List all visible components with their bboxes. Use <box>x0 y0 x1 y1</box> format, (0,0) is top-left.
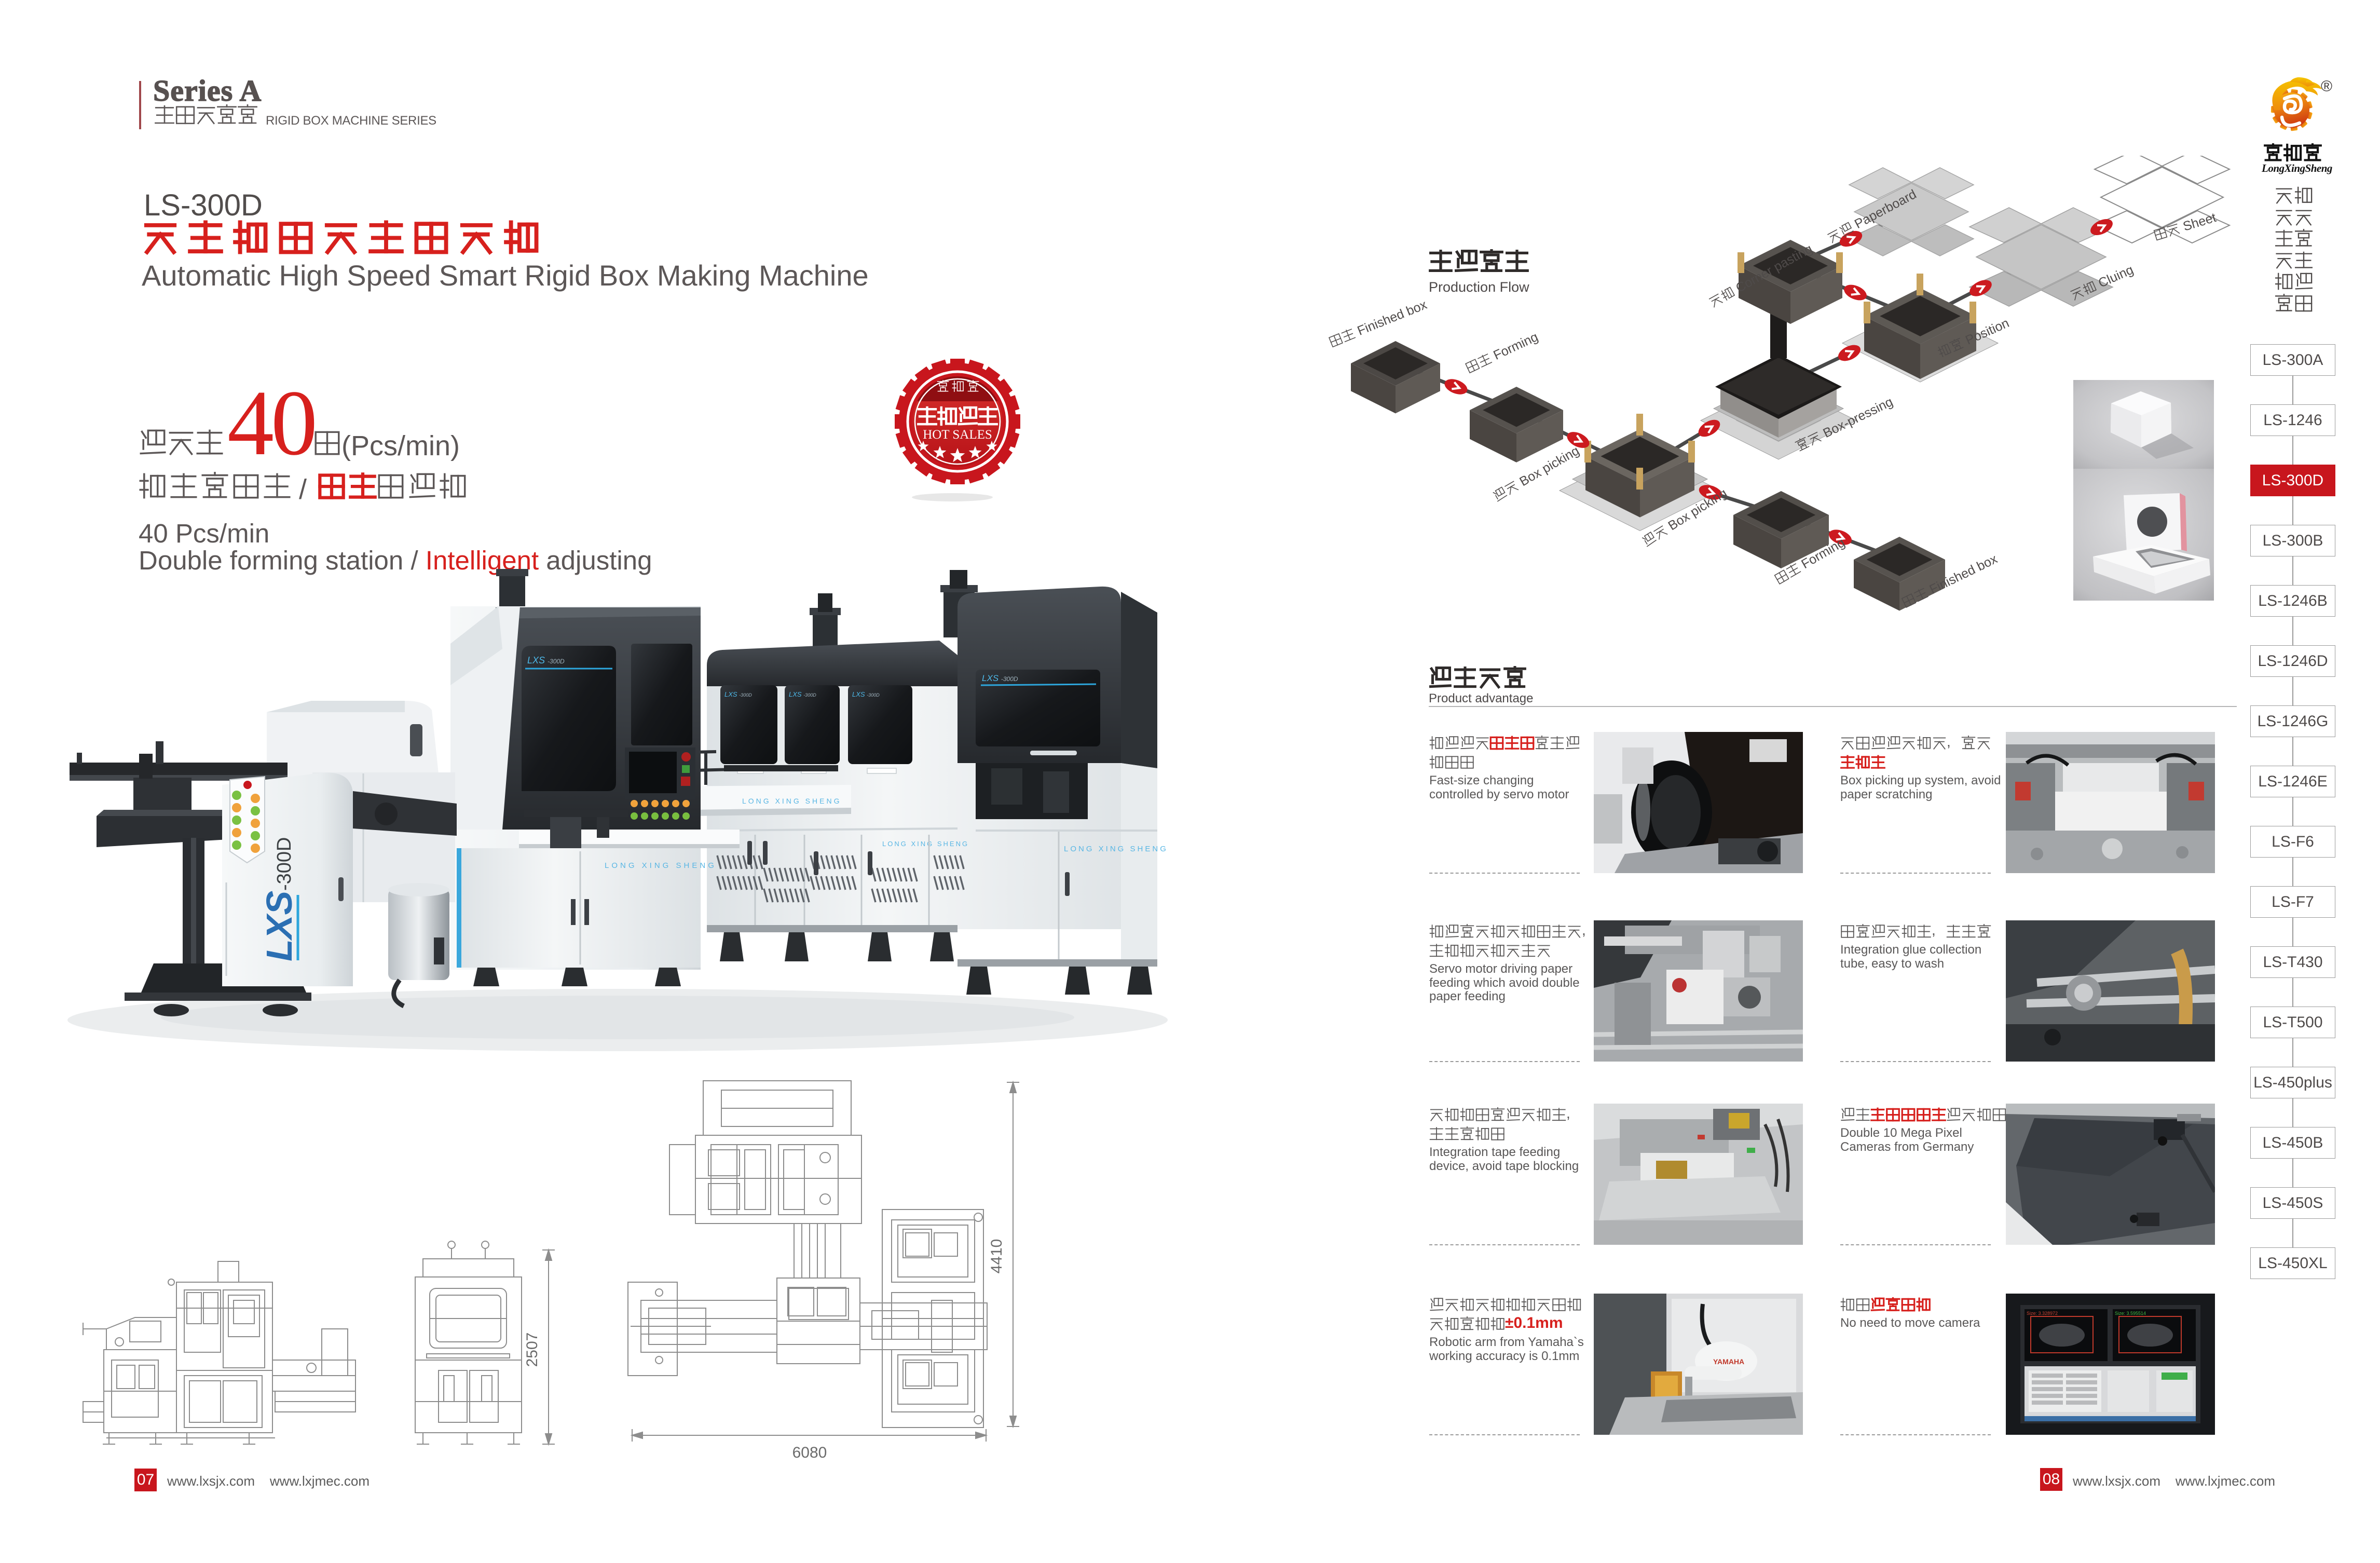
svg-text:Size: 3.595514: Size: 3.595514 <box>2115 1311 2146 1316</box>
svg-text:2507: 2507 <box>524 1333 541 1367</box>
svg-text:4410: 4410 <box>988 1239 1005 1274</box>
svg-text:LONG XING SHENG: LONG XING SHENG <box>605 861 717 870</box>
svg-text:YAMAHA: YAMAHA <box>1713 1357 1744 1366</box>
svg-text:LXS -300D: LXS -300D <box>789 690 816 698</box>
svg-text:LONG XING SHENG: LONG XING SHENG <box>882 840 969 848</box>
svg-text:Size: 3.328972: Size: 3.328972 <box>2027 1311 2058 1316</box>
svg-text:Cluing: Cluing <box>2096 262 2136 290</box>
svg-text:Forming: Forming <box>1491 330 1540 363</box>
svg-text:LONG XING SHENG: LONG XING SHENG <box>1064 845 1168 853</box>
svg-text:Finished box: Finished box <box>1356 297 1429 338</box>
svg-text:LXS: LXS <box>259 891 299 961</box>
svg-text:®: ® <box>2321 78 2332 95</box>
svg-text:LXS -300D: LXS -300D <box>527 655 565 665</box>
svg-text:LXS -300D: LXS -300D <box>724 690 752 698</box>
svg-text:HOT SALES: HOT SALES <box>923 428 992 442</box>
svg-text:LONG XING SHENG: LONG XING SHENG <box>742 797 841 805</box>
svg-text:LXS -300D: LXS -300D <box>852 690 880 698</box>
svg-text:6080: 6080 <box>792 1444 827 1461</box>
svg-text:LXS -300D: LXS -300D <box>982 673 1018 683</box>
svg-text:-300D: -300D <box>273 837 295 891</box>
